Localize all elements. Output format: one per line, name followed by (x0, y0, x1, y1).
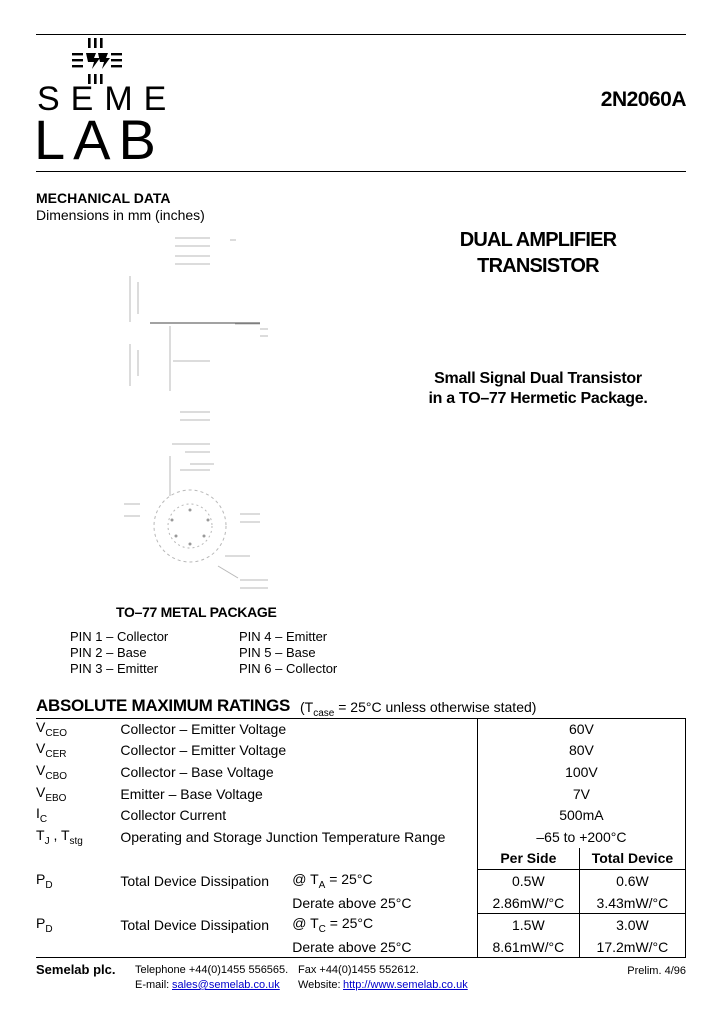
table-row: IC Collector Current 500mA (36, 804, 687, 826)
fax: Fax +44(0)1455 552612. (298, 964, 419, 976)
table-row: VCER Collector – Emitter Voltage 80V (36, 739, 687, 762)
footer-rule (36, 957, 686, 958)
pin-6: PIN 6 – Collector (239, 661, 338, 676)
semelab-logo-icon (72, 38, 122, 84)
table-header-row: Per Side Total Device (36, 847, 687, 871)
logo-text-top: SEME (37, 80, 178, 118)
ratings-rule (36, 718, 686, 719)
table-row: VEBO Emitter – Base Voltage 7V (36, 782, 687, 805)
product-title-line1: DUAL AMPLIFIER (459, 229, 617, 251)
table-row: PD Total Device Dissipation @ TA = 25°C … (36, 869, 687, 892)
table-row: TJ , Tstg Operating and Storage Junction… (36, 825, 687, 848)
product-description-line2: in a TO–77 Hermetic Package. (428, 390, 648, 407)
col-total-device: Total Device (579, 847, 687, 871)
table-row: Derate above 25°C 2.86mW/°C 3.43mW/°C (36, 891, 687, 914)
ratings-title: ABSOLUTE MAXIMUM RATINGS (36, 696, 291, 715)
ratings-condition: (Tcase = 25°C unless otherwise stated) (300, 699, 537, 719)
email-label: E-mail: (135, 979, 170, 991)
ratings-table: VCEO Collector – Emitter Voltage 60V VCE… (36, 718, 687, 958)
top-rule (36, 34, 686, 35)
table-row: Derate above 25°C 8.61mW/°C 17.2mW/°C (36, 935, 687, 958)
part-number: 2N2060A (600, 88, 687, 111)
website-label: Website: (298, 979, 341, 991)
product-description-line1: Small Signal Dual Transistor (434, 370, 642, 387)
pin-5: PIN 5 – Base (239, 645, 316, 660)
pin-3: PIN 3 – Emitter (70, 661, 159, 676)
table-row: VCBO Collector – Base Voltage 100V (36, 761, 687, 783)
product-title-line2: TRANSISTOR (477, 255, 599, 277)
package-drawing (124, 237, 268, 589)
logo-text-bottom: LAB (34, 108, 164, 171)
mechanical-data-title: MECHANICAL DATA (36, 190, 171, 206)
website-link[interactable]: http://www.semelab.co.uk (343, 979, 468, 991)
telephone: Telephone +44(0)1455 556565. (135, 964, 289, 976)
col-per-side: Per Side (476, 847, 580, 871)
prelim-date: Prelim. 4/96 (627, 965, 686, 977)
pin-2: PIN 2 – Base (70, 645, 147, 660)
mechanical-data-subtitle: Dimensions in mm (inches) (36, 207, 205, 223)
table-row: VCEO Collector – Emitter Voltage 60V (36, 718, 687, 740)
package-label: TO–77 METAL PACKAGE (116, 604, 277, 620)
header-rule (36, 171, 686, 172)
pin-1: PIN 1 – Collector (70, 629, 169, 644)
company-name: Semelab plc. (36, 962, 116, 977)
pin-4: PIN 4 – Emitter (239, 629, 328, 644)
table-row: PD Total Device Dissipation @ TC = 25°C … (36, 913, 687, 936)
email-link[interactable]: sales@semelab.co.uk (172, 979, 280, 991)
